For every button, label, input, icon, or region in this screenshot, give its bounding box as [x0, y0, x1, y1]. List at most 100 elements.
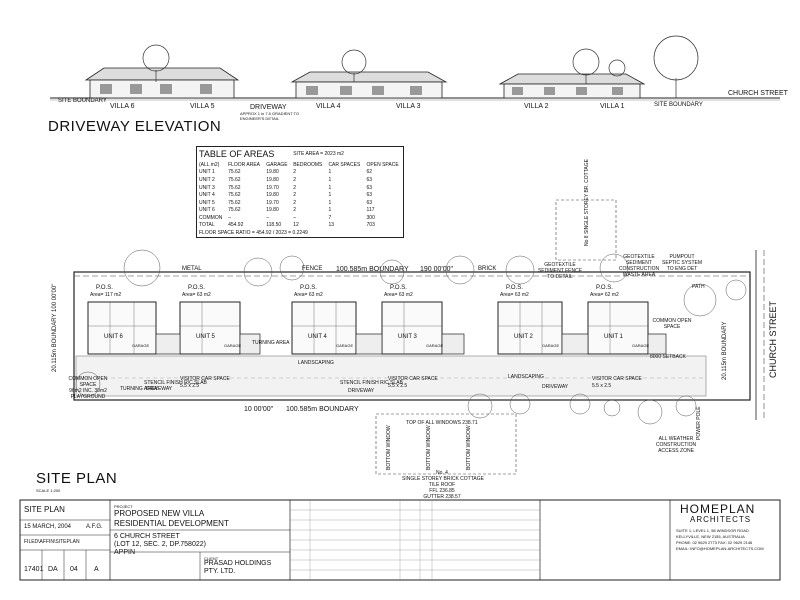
elevation-driveway-note: APPROX 1 in 7.5 GRADIENT TO ENGINEER'S D… [240, 111, 300, 121]
villa-label: VILLA 3 [396, 103, 421, 110]
tb-date: 15 MARCH, 2004 [24, 524, 72, 530]
unit-label: UNIT 4 [308, 334, 327, 340]
table-cell: COMMON [199, 214, 223, 221]
pos-label: P.O.S. [390, 285, 407, 291]
site-trees [75, 249, 747, 425]
table-cell: 703 [366, 222, 375, 229]
tb-drawn: A.F.G. [86, 524, 103, 530]
garage-label: GARAGE [132, 343, 150, 348]
table-cell: TOTAL [199, 222, 215, 229]
driveway-left: DRIVEWAY [146, 386, 173, 392]
unit-label: UNIT 6 [104, 334, 123, 340]
table-cell: 13 [328, 222, 334, 229]
villa-label: VILLA 4 [316, 103, 341, 110]
table-cell: 2 [293, 207, 296, 214]
garage-label: GARAGE [632, 343, 650, 348]
table-cell: 7 [328, 214, 332, 221]
cottage-bottom: No. 4 SINGLE STOREY BRICK COTTAGE TILE R… [402, 470, 484, 500]
elevation-villa-left [84, 67, 240, 99]
table-cell: 75.62 [228, 207, 241, 214]
tb-code-3: A [94, 566, 99, 573]
fence-label: FENCE [302, 266, 323, 272]
table-cell: 2 [293, 169, 296, 176]
bottom-bearing: 10 00'00" [244, 406, 274, 413]
brick-label: BRICK [478, 266, 497, 272]
stencil-left: STENCIL FINISH R/C SLAB [144, 380, 207, 386]
table-cell: – [228, 214, 231, 221]
table-cell: 63 [366, 176, 373, 183]
table-title: TABLE OF AREAS [199, 148, 275, 159]
table-cell: 75.62 [228, 192, 241, 199]
tb-drawing-title: SITE PLAN [24, 505, 65, 514]
table-cell: UNIT 5 [199, 199, 215, 206]
bottom-window-3: BOTTOM WINDOW [466, 425, 472, 470]
turning-area-mid: TURNING AREA [252, 340, 290, 346]
garage-label: GARAGE [542, 343, 560, 348]
tb-code-2: 04 [70, 566, 78, 573]
pos-label: P.O.S. [96, 285, 113, 291]
garage-label: GARAGE [224, 343, 242, 348]
table-cell: 19.70 [266, 184, 279, 191]
cottage-top: No 8 SINGLE STOREY BR. COTTAGE [584, 159, 590, 246]
table-site-area: SITE AREA = 2023 m2 [293, 151, 344, 157]
lot-boundary [73, 271, 751, 401]
bottom-boundary: 100.585m BOUNDARY [286, 406, 359, 413]
table-header-cell: OPEN SPACE [366, 161, 399, 168]
elevation-site-boundary-right: SITE BOUNDARY [654, 102, 703, 108]
table-cell: 63 [366, 199, 373, 206]
pos-area: Area= 63 m2 [182, 292, 211, 298]
site-plan-title: SITE PLAN [36, 470, 118, 487]
tb-client-label: CLIENT [204, 556, 219, 561]
pos-area: Area= 117 m2 [90, 292, 122, 298]
pos-label: P.O.S. [300, 285, 317, 291]
table-cell: 75.62 [228, 199, 241, 206]
villa-label: VILLA 6 [110, 103, 135, 110]
tb-code-0: 17401 [24, 566, 44, 573]
table-cell: 1 [328, 169, 332, 176]
table-cell: 1 [328, 199, 332, 206]
villa-label: VILLA 2 [524, 103, 549, 110]
table-cell: 1 [328, 207, 332, 214]
table-cell: 1 [328, 176, 332, 183]
table-cell: 1 [328, 184, 332, 191]
turning-area-left: TURNING AREA [120, 386, 158, 392]
table-cell: UNIT 4 [199, 192, 215, 199]
geotextile-fence: GEOTEXTILE SEDIMENT FENCE TO DETAIL [537, 262, 583, 280]
pos-area: Area= 63 m2 [384, 292, 413, 298]
table-cell: – [266, 214, 270, 221]
unit-footprints [87, 301, 649, 355]
table-header-cell: BEDROOMS [293, 161, 323, 168]
table-of-areas: TABLE OF AREAS SITE AREA = 2023 m2 (ALL … [196, 146, 404, 238]
landscaping-2: LANDSCAPING [508, 374, 544, 380]
tb-file: FILED\AFFIN\SITEPLAN [24, 539, 80, 545]
table-header-cell: CAR SPACES [328, 161, 361, 168]
table-cell: 300 [366, 214, 375, 221]
top-bearing: 190 00'00" [420, 266, 454, 273]
top-boundary: 100.585m BOUNDARY [336, 266, 409, 273]
unit-label: UNIT 5 [196, 334, 215, 340]
table-cell: 454.92 [228, 222, 244, 229]
elevation-title: DRIVEWAY ELEVATION [48, 118, 222, 135]
landscaping-1: LANDSCAPING [298, 360, 334, 366]
pos-area: Area= 63 m2 [500, 292, 529, 298]
common-open-space-right: COMMON OPEN SPACE [652, 318, 692, 330]
table-cell: 19.80 [266, 176, 279, 183]
table-cell: 63 [366, 192, 373, 199]
table-cell: UNIT 2 [199, 176, 215, 183]
unit-label: UNIT 3 [398, 334, 417, 340]
table-cell: 2 [293, 192, 296, 199]
elevation-villa-middle [290, 71, 448, 99]
top-of-windows: TOP OF ALL WINDOWS 238.71 [406, 420, 478, 426]
path-label: PATH [692, 284, 705, 290]
table-cell: 75.62 [228, 184, 241, 191]
